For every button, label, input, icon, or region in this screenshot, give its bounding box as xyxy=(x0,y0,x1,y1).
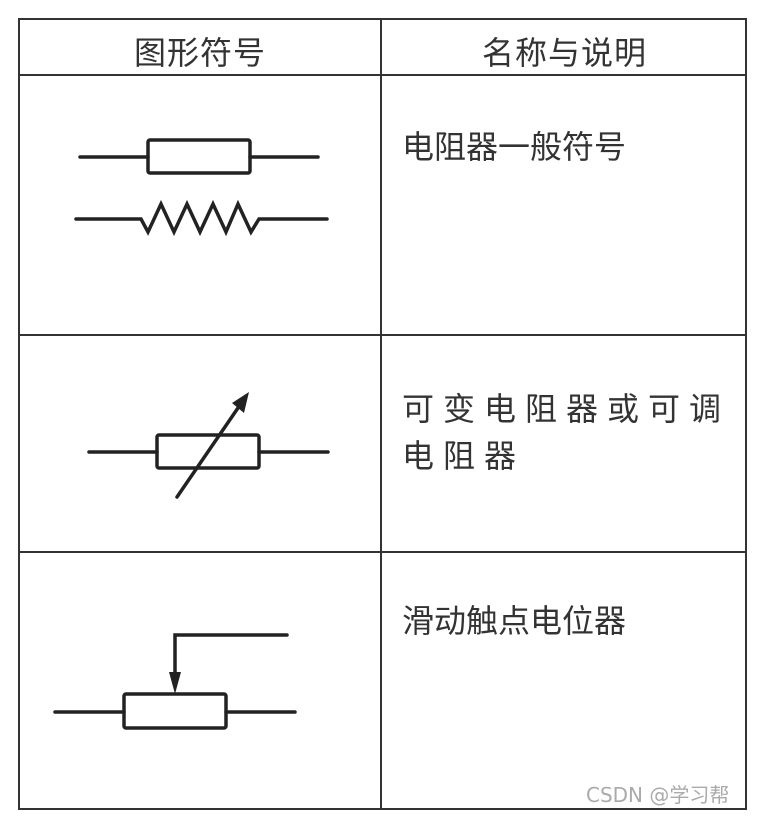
resistor-box-icon xyxy=(78,138,320,175)
header-divider xyxy=(20,74,745,76)
row-divider xyxy=(20,334,745,336)
row-3-description: 滑动触点电位器 xyxy=(402,602,627,640)
watermark: CSDN @学习帮 xyxy=(586,783,730,807)
column-divider xyxy=(380,20,382,808)
variable-resistor-icon xyxy=(87,403,330,499)
arrow-head-icon xyxy=(232,392,249,413)
wiper-arrow-icon xyxy=(169,672,181,694)
header-symbol: 图形符号 xyxy=(133,34,266,72)
header-description: 名称与说明 xyxy=(481,34,647,72)
potentiometer-icon xyxy=(53,633,297,730)
row-2-description: 可变电阻器或可调电阻器 xyxy=(402,390,731,475)
row-divider xyxy=(20,551,745,553)
row-1-description: 电阻器一般符号 xyxy=(402,128,627,166)
resistor-symbol-table: 图形符号 名称与说明 电阻器一般符号 可变电阻器或可调电阻器 滑动触点电位器 xyxy=(18,18,747,810)
resistor-zigzag-icon xyxy=(74,199,329,237)
